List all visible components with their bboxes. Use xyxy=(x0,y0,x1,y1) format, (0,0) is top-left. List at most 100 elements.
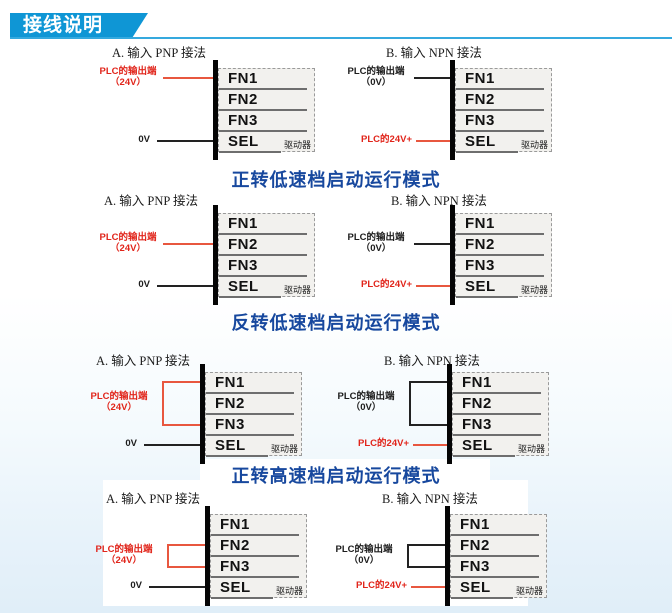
terminal-line xyxy=(456,109,544,111)
terminal-line xyxy=(219,109,307,111)
driver-label: 驱动器 xyxy=(283,140,311,150)
diagram-s2-npn: PLC的输出端 （0V） PLC的24V+ FN1 FN2 FN3 SEL 驱动… xyxy=(332,199,592,311)
section1-pnp-heading: A. 输入 PNP 接法 xyxy=(112,46,206,60)
terminal-line xyxy=(211,534,299,536)
terminal-line xyxy=(456,130,544,132)
terminal-fn1: FN1 xyxy=(465,70,495,87)
diagram-s3-npn: PLC的输出端 （0V） PLC的24V+ FN1 FN2 FN3 SEL 驱动… xyxy=(329,358,589,470)
wire-plc-to-fn3 xyxy=(162,424,200,426)
mode-caption-2: 反转低速档启动运行模式 xyxy=(231,313,441,333)
wire-plc-to-fn2 xyxy=(407,544,445,546)
plc-output-label: PLC的输出端 （24V） xyxy=(82,391,156,413)
terminal-line xyxy=(206,455,268,457)
page-title: 接线说明 xyxy=(10,13,148,39)
wire-0v-to-sel xyxy=(144,444,200,446)
terminal-line xyxy=(206,434,294,436)
wire-0v-to-sel xyxy=(149,586,205,588)
terminal-fn2: FN2 xyxy=(228,91,258,108)
plc-output-label-line2: （24V） xyxy=(110,77,146,88)
terminal-bar xyxy=(213,205,218,305)
driver-box: FN1 FN2 FN3 SEL 驱动器 xyxy=(218,68,315,153)
terminal-line xyxy=(211,555,299,557)
terminal-line xyxy=(219,254,307,256)
section3-pnp-heading: A. 输入 PNP 接法 xyxy=(96,354,190,368)
terminal-line xyxy=(456,296,518,298)
terminal-line xyxy=(456,88,544,90)
terminal-fn1: FN1 xyxy=(220,516,250,533)
wire-plc-to-fn2 xyxy=(167,544,205,546)
terminal-line xyxy=(219,275,307,277)
terminal-fn3: FN3 xyxy=(465,257,495,274)
terminal-line xyxy=(453,455,515,457)
wire-plc-to-fn2 xyxy=(163,243,213,245)
plc-output-label-line2: （0V） xyxy=(360,243,392,254)
wire-plc-to-fn1 xyxy=(163,77,213,79)
terminal-bar xyxy=(447,364,452,464)
terminal-line xyxy=(219,88,307,90)
section4-pnp-heading: A. 输入 PNP 接法 xyxy=(106,492,200,506)
driver-box: FN1 FN2 FN3 SEL 驱动器 xyxy=(455,213,552,298)
terminal-line xyxy=(456,254,544,256)
plc-24v-label: PLC的24V+ xyxy=(356,580,407,591)
wire-plc-to-fn1 xyxy=(162,381,200,383)
terminal-line xyxy=(451,597,513,599)
terminal-bar xyxy=(450,60,455,160)
plc-output-label-line2: （24V） xyxy=(110,243,146,254)
terminal-fn1: FN1 xyxy=(228,70,258,87)
terminal-fn2: FN2 xyxy=(462,395,492,412)
plc-output-label: PLC的输出端 （24V） xyxy=(95,66,161,88)
terminal-fn2: FN2 xyxy=(228,236,258,253)
banner-underline xyxy=(10,37,672,39)
wire-24v-to-sel xyxy=(416,140,450,142)
terminal-fn2: FN2 xyxy=(215,395,245,412)
wire-0v-to-sel xyxy=(157,285,213,287)
terminal-sel: SEL xyxy=(228,133,259,150)
wire-plc-to-fn1 xyxy=(409,381,447,383)
terminal-line xyxy=(451,576,539,578)
driver-box: FN1 FN2 FN3 SEL 驱动器 xyxy=(205,372,302,457)
plc-output-label: PLC的输出端 （0V） xyxy=(327,544,401,566)
wire-plc-to-fn1 xyxy=(414,77,450,79)
driver-label: 驱动器 xyxy=(517,444,545,454)
terminal-fn2: FN2 xyxy=(465,236,495,253)
terminal-line xyxy=(219,296,281,298)
wire-plc-to-fn3 xyxy=(167,566,205,568)
terminal-fn1: FN1 xyxy=(465,215,495,232)
terminal-line xyxy=(211,597,273,599)
driver-box: FN1 FN2 FN3 SEL 驱动器 xyxy=(450,514,547,599)
wire-plc-to-fn2 xyxy=(414,243,450,245)
terminal-line xyxy=(219,233,307,235)
terminal-sel: SEL xyxy=(215,437,246,454)
terminal-line xyxy=(456,233,544,235)
wire-0v-to-sel xyxy=(157,140,213,142)
terminal-line xyxy=(219,151,281,153)
diagram-s1-pnp: PLC的输出端 （24V） 0V FN1 FN2 FN3 SEL 驱动器 xyxy=(95,54,355,166)
driver-box: FN1 FN2 FN3 SEL 驱动器 xyxy=(452,372,549,457)
driver-label: 驱动器 xyxy=(520,285,548,295)
terminal-fn1: FN1 xyxy=(460,516,490,533)
terminal-fn1: FN1 xyxy=(215,374,245,391)
wire-24v-to-sel xyxy=(416,285,450,287)
plc-output-label: PLC的输出端 （0V） xyxy=(329,391,403,413)
terminal-line xyxy=(453,413,541,415)
driver-box: FN1 FN2 FN3 SEL 驱动器 xyxy=(218,213,315,298)
terminal-line xyxy=(456,151,518,153)
section3-npn-heading: B. 输入 NPN 接法 xyxy=(384,354,480,368)
terminal-fn1: FN1 xyxy=(228,215,258,232)
plc-24v-label: PLC的24V+ xyxy=(361,279,412,290)
terminal-line xyxy=(453,434,541,436)
plc-output-label-line2: （0V） xyxy=(348,555,380,566)
terminal-bar xyxy=(213,60,218,160)
driver-label: 驱动器 xyxy=(283,285,311,295)
terminal-fn2: FN2 xyxy=(465,91,495,108)
terminal-line xyxy=(456,275,544,277)
wire-24v-to-sel xyxy=(413,444,447,446)
diagram-s1-npn: PLC的输出端 （0V） PLC的24V+ FN1 FN2 FN3 SEL 驱动… xyxy=(332,54,592,166)
plc-output-label-line2: （24V） xyxy=(101,402,137,413)
plc-output-label: PLC的输出端 （0V） xyxy=(340,232,412,254)
section2-pnp-heading: A. 输入 PNP 接法 xyxy=(104,194,198,208)
plc-output-label: PLC的输出端 （24V） xyxy=(87,544,161,566)
plc-output-label-line1: PLC的输出端 xyxy=(347,66,405,77)
zero-volt-label: 0V xyxy=(138,279,150,290)
plc-output-label-line1: PLC的输出端 xyxy=(337,391,395,402)
